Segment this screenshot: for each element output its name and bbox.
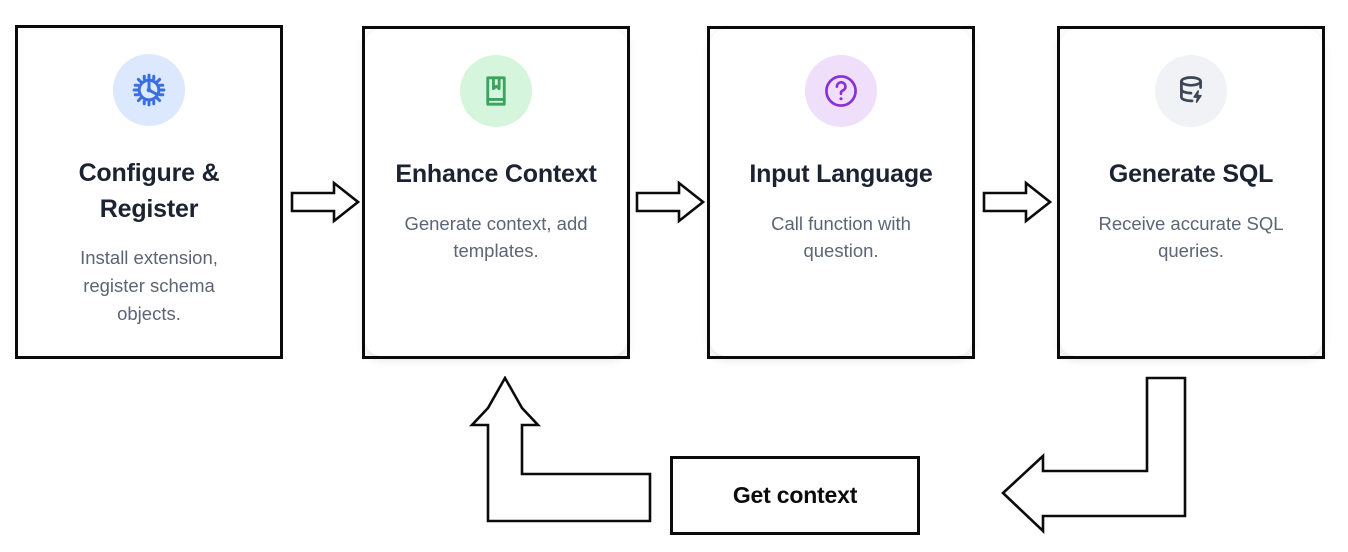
step-title: Enhance Context bbox=[395, 160, 597, 188]
step-card-body: Generate SQL Receive accurate SQL querie… bbox=[1060, 29, 1322, 356]
step-card-enhance-context[interactable]: Enhance Context Generate context, add te… bbox=[362, 26, 630, 359]
question-circle-icon bbox=[805, 55, 877, 127]
arrow-step2-to-step3 bbox=[635, 180, 705, 224]
step-title: Input Language bbox=[749, 160, 933, 188]
step-card-configure-register[interactable]: Configure & Register Install extension, … bbox=[15, 25, 283, 359]
database-lightning-icon bbox=[1155, 55, 1227, 127]
step-description: Call function with question. bbox=[771, 212, 911, 262]
step-description: Generate context, add templates. bbox=[404, 212, 588, 262]
get-context-node[interactable]: Get context bbox=[670, 456, 920, 535]
gear-settings-icon bbox=[113, 54, 185, 126]
step-description: Install extension, register schema objec… bbox=[80, 247, 218, 324]
step-card-body: Configure & Register Install extension, … bbox=[18, 28, 280, 356]
arrow-generate-sql-to-get-context bbox=[940, 376, 1190, 536]
step-card-generate-sql[interactable]: Generate SQL Receive accurate SQL querie… bbox=[1057, 26, 1325, 359]
step-title: Configure & Register bbox=[78, 159, 220, 223]
arrow-step3-to-step4 bbox=[982, 180, 1052, 224]
step-description: Receive accurate SQL queries. bbox=[1098, 212, 1284, 262]
arrow-step1-to-step2 bbox=[290, 180, 360, 224]
arrow-get-context-to-enhance-context bbox=[450, 376, 665, 531]
step-title: Generate SQL bbox=[1108, 160, 1274, 188]
get-context-label: Get context bbox=[732, 482, 858, 508]
step-card-input-language[interactable]: Input Language Call function with questi… bbox=[707, 26, 975, 359]
step-card-body: Input Language Call function with questi… bbox=[710, 29, 972, 356]
step-card-body: Enhance Context Generate context, add te… bbox=[365, 29, 627, 356]
book-bookmark-icon bbox=[460, 55, 532, 127]
